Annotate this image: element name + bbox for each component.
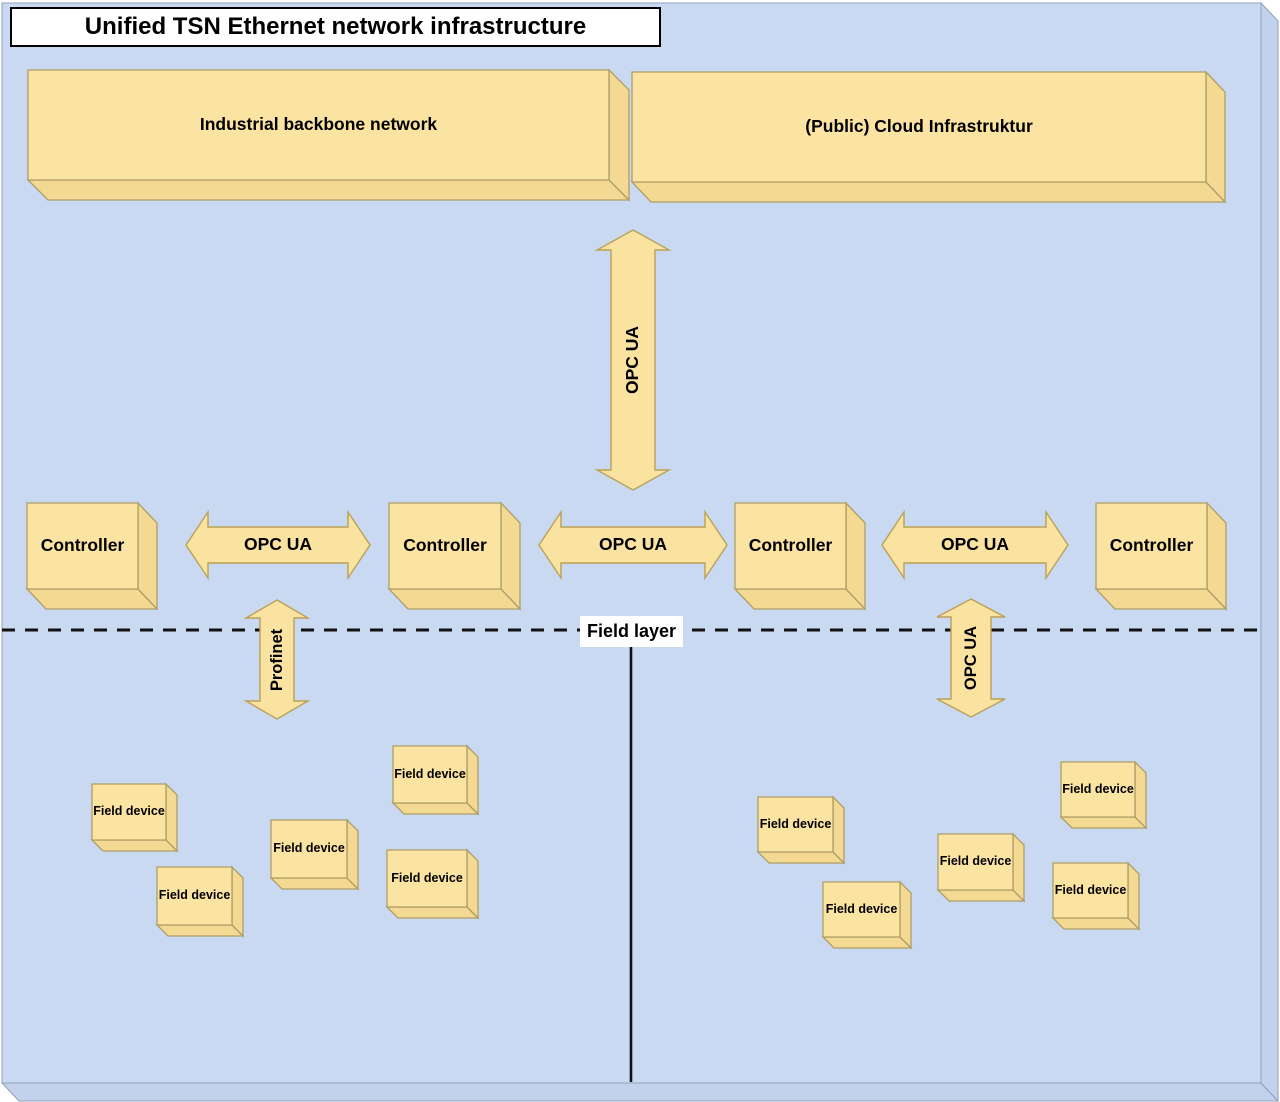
- opcua-link-label-1: OPC UA: [243, 534, 313, 555]
- opcua-arrow-2: [538, 509, 728, 581]
- cloud-label: (Public) Cloud Infrastruktur: [805, 116, 1033, 137]
- field-device-box: [90, 782, 179, 853]
- controller-box-1: [25, 501, 159, 611]
- controller-label-3: Controller: [748, 535, 833, 556]
- field-device-label: Field device: [391, 870, 463, 885]
- backbone-box: [26, 68, 631, 202]
- backbone-label: Industrial backbone network: [199, 114, 438, 135]
- field-device-label: Field device: [825, 901, 898, 916]
- field-device-label: Field device: [273, 841, 345, 856]
- field-device-label: Field device: [1054, 882, 1127, 897]
- field-device-label: Field device: [93, 804, 165, 819]
- diagram-title: Unified TSN Ethernet network infrastruct…: [10, 7, 661, 47]
- controller-box-4: [1094, 501, 1228, 611]
- field-device-box: [756, 795, 846, 865]
- profinet-label: Profinet: [267, 628, 286, 692]
- cloud-opcua-arrow: [594, 229, 672, 491]
- field-opcua-label: OPC UA: [961, 625, 980, 691]
- opcua-arrow-1: [185, 509, 371, 581]
- field-device-box: [821, 880, 913, 950]
- controller-box-2: [387, 501, 522, 611]
- field-device-label: Field device: [394, 766, 466, 781]
- field-device-box: [155, 865, 245, 938]
- field-device-box: [1051, 861, 1141, 931]
- controller-label-4: Controller: [1109, 535, 1194, 556]
- field-device-label: Field device: [939, 854, 1012, 869]
- controller-label-1: Controller: [40, 535, 125, 556]
- opcua-link-label-3: OPC UA: [940, 534, 1010, 555]
- field-device-box: [936, 832, 1026, 903]
- profinet-arrow: [243, 599, 311, 720]
- field-device-box: [269, 818, 360, 891]
- field-layer-label: Field layer: [580, 616, 683, 647]
- field-device-box: [385, 848, 480, 920]
- field-device-label: Field device: [759, 816, 832, 831]
- opcua-arrow-3: [881, 509, 1069, 581]
- cloud-box: [630, 70, 1227, 204]
- controller-label-2: Controller: [403, 535, 487, 556]
- cloud-opcua-label: OPC UA: [622, 325, 643, 395]
- opcua-link-label-2: OPC UA: [598, 534, 668, 555]
- field-device-box: [391, 744, 480, 816]
- controller-box-3: [733, 501, 867, 611]
- field-device-label: Field device: [158, 888, 231, 903]
- field-device-box: [1059, 760, 1148, 830]
- field-opcua-arrow: [936, 598, 1006, 718]
- field-device-label: Field device: [1062, 781, 1134, 796]
